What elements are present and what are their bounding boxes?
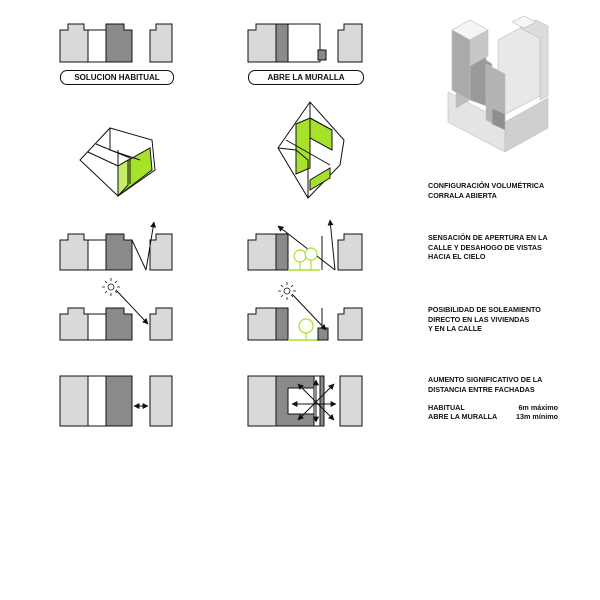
distance-value-muralla: 13m mínimo	[516, 412, 558, 421]
section-muralla-sun	[247, 293, 363, 341]
sun-icon-2	[278, 282, 296, 300]
plan-habitual-distance	[59, 375, 173, 427]
distance-value-habitual: 6m máximo	[518, 403, 558, 412]
label-muralla: ABRE LA MURALLA	[248, 70, 364, 85]
sun-icon	[102, 278, 120, 296]
distance-row-muralla: ABRE LA MURALLA 13m mínimo	[428, 412, 558, 421]
section-muralla-sky	[247, 219, 363, 271]
axon-muralla	[277, 101, 345, 199]
plan-muralla-distance	[247, 375, 363, 427]
note-sunlight: POSIBILIDAD DE SOLEAMIENTO DIRECTO EN LA…	[428, 305, 541, 334]
note-sensation: SENSACIÓN DE APERTURA EN LA CALLE Y DESA…	[428, 233, 548, 262]
tree-icon-2	[298, 318, 314, 340]
tree-icon	[293, 247, 318, 270]
distance-label-habitual: HABITUAL	[428, 403, 465, 412]
distance-row-habitual: HABITUAL 6m máximo	[428, 403, 558, 412]
note-volumetric: CONFIGURACIÓN VOLUMÉTRICA CORRALA ABIERT…	[428, 181, 545, 200]
section-habitual-sun	[59, 289, 173, 341]
section-habitual-sky	[59, 221, 173, 271]
note-distance: AUMENTO SIGNIFICATIVO DE LA DISTANCIA EN…	[428, 375, 543, 394]
plan-habitual-row1	[59, 23, 173, 63]
axon-habitual	[79, 127, 156, 198]
label-habitual: SOLUCION HABITUAL	[60, 70, 174, 85]
distance-label-muralla: ABRE LA MURALLA	[428, 412, 498, 421]
isometric-corrala-volume	[447, 15, 549, 153]
plan-muralla-row1	[247, 23, 363, 63]
